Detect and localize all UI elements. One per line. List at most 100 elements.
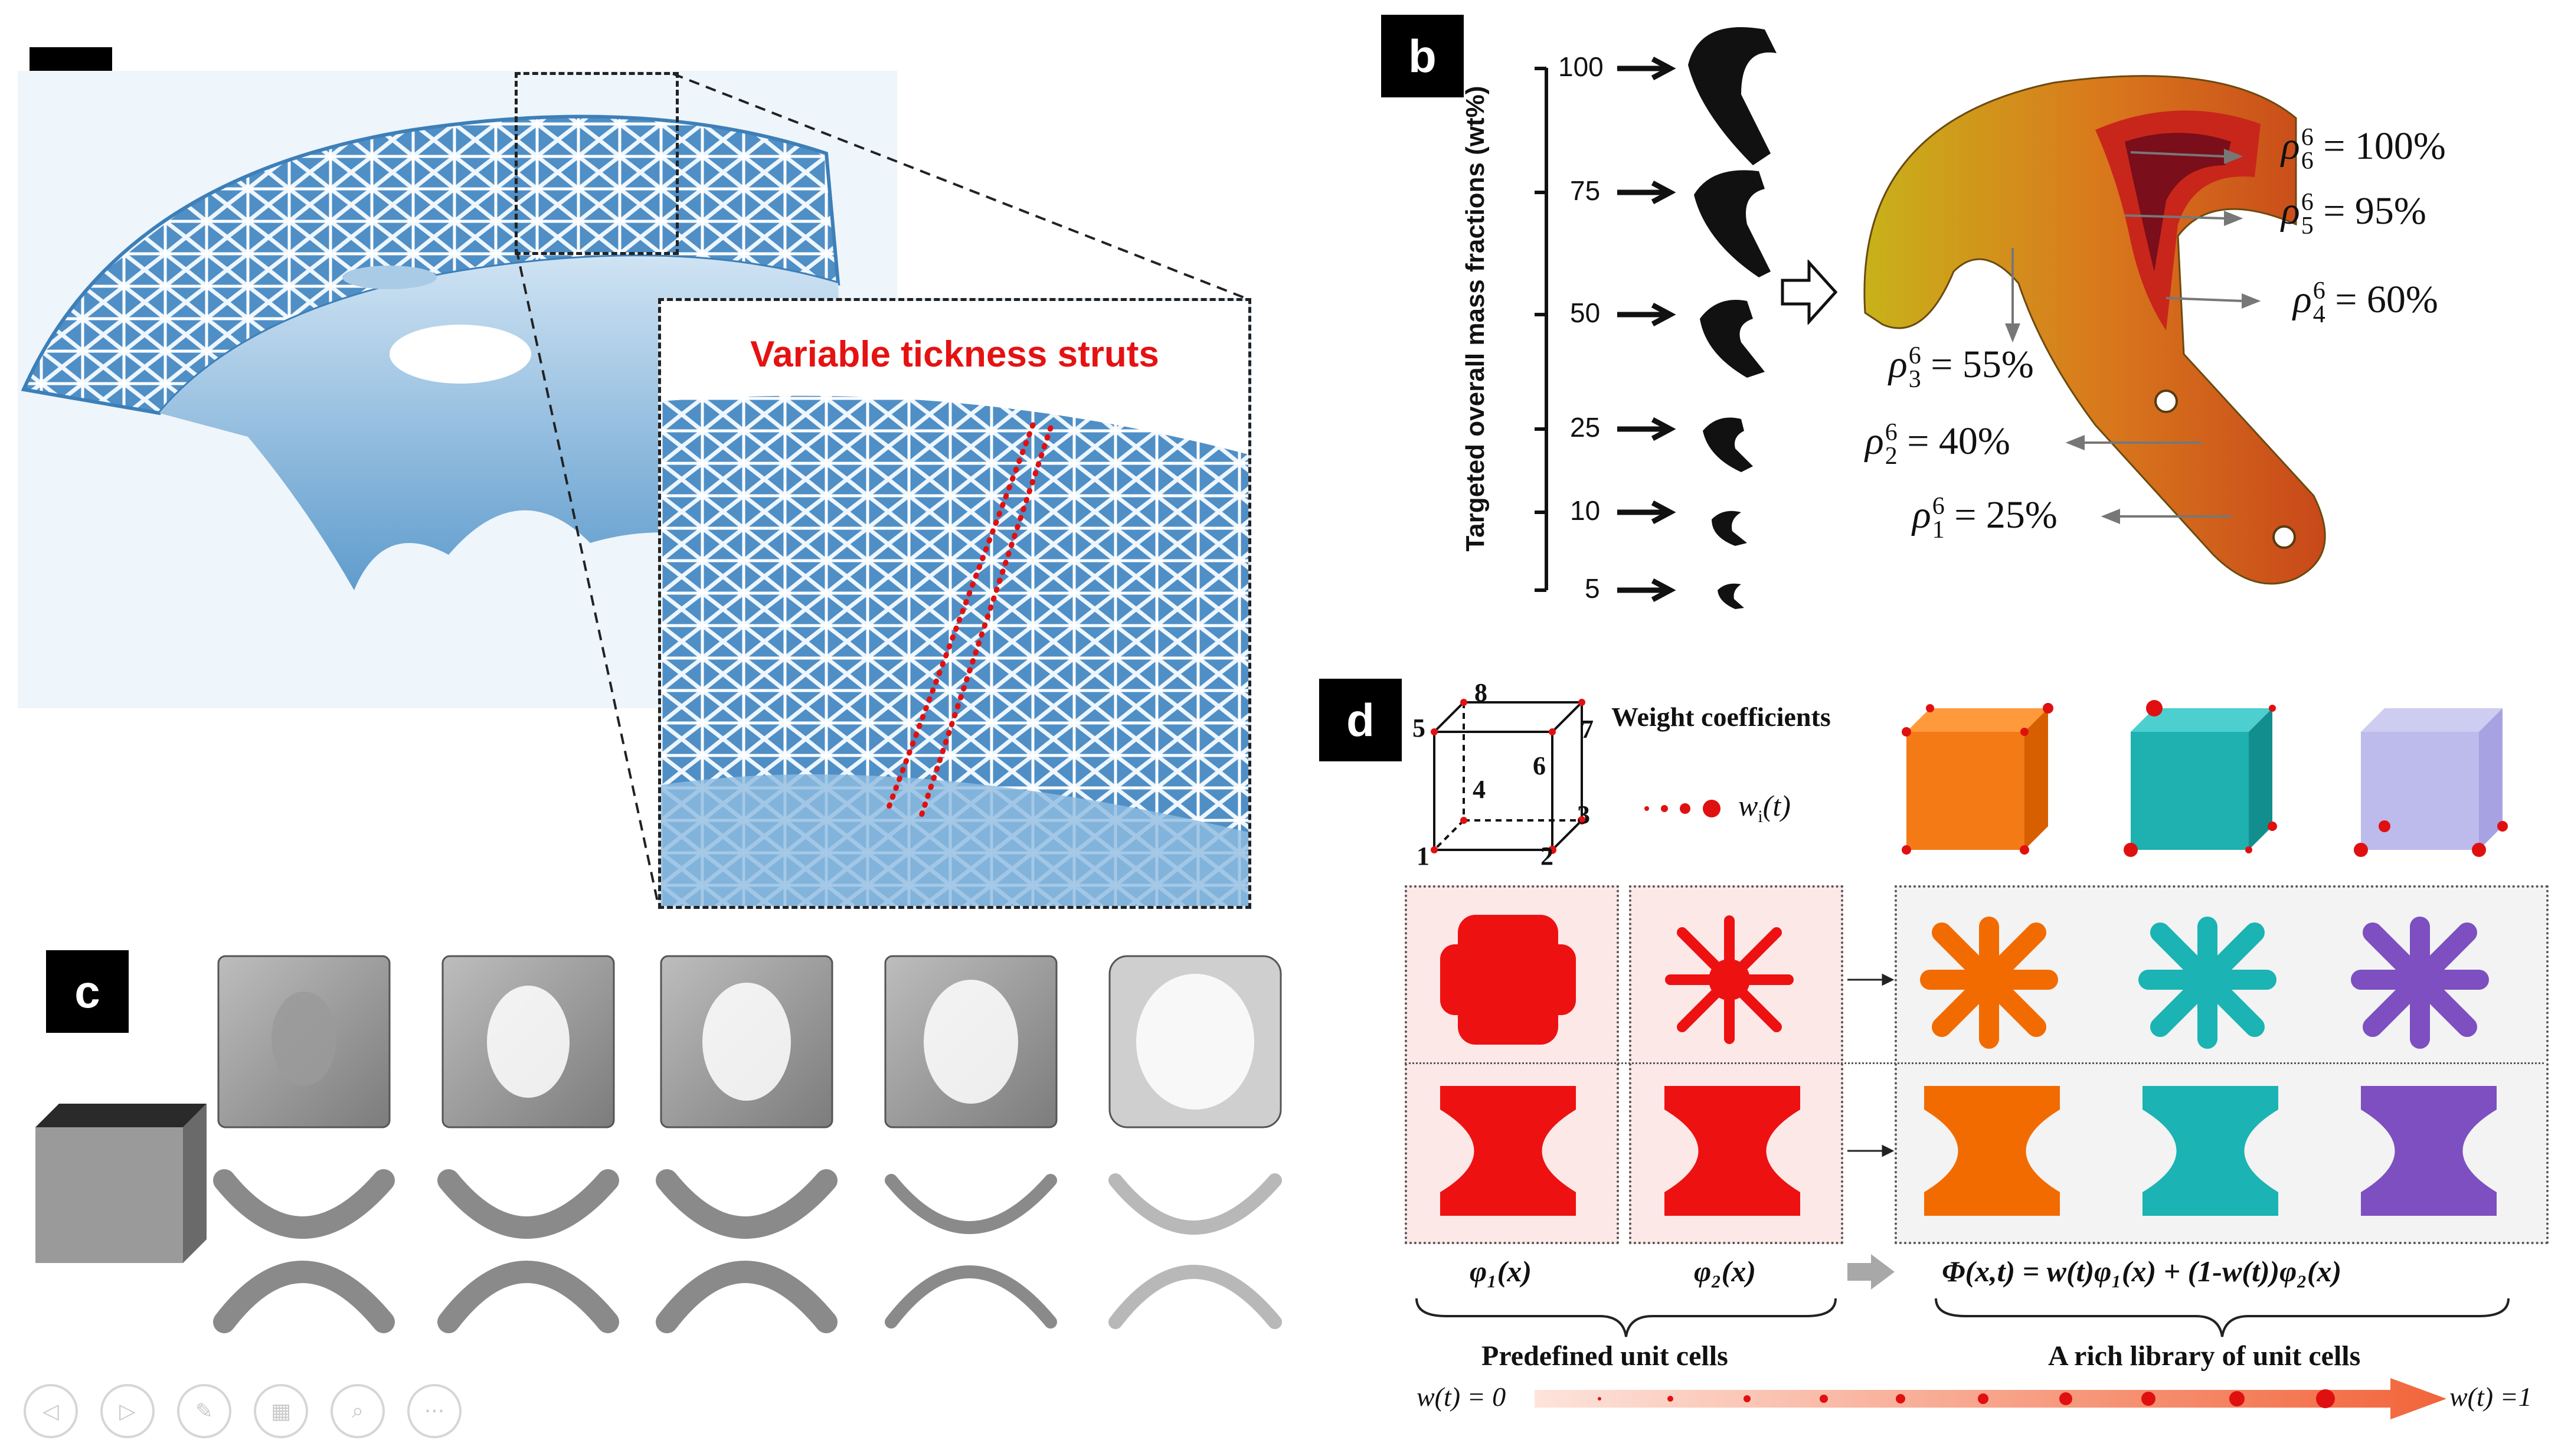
- rho-value: = 100%: [2313, 125, 2446, 168]
- next-icon: ▷: [119, 1399, 136, 1424]
- inset-zoom: Variable tickness struts: [658, 298, 1251, 909]
- prev-button[interactable]: ◁: [24, 1384, 78, 1438]
- vertex-3: 3: [1577, 800, 1590, 829]
- rho-value: = 25%: [1944, 493, 2058, 536]
- rho-sup: 6: [2301, 188, 2314, 216]
- phi1-label: φ₁(x): [1470, 1255, 1532, 1288]
- pen-button[interactable]: ✎: [177, 1384, 231, 1438]
- w-end-label: w(t) =1: [2449, 1382, 2532, 1412]
- slides-icon: ▦: [270, 1399, 291, 1424]
- zoom-region-box: [515, 72, 679, 255]
- vertex-1: 1: [1417, 842, 1430, 871]
- more-button[interactable]: ···: [407, 1384, 462, 1438]
- tick-50: 50: [1570, 297, 1601, 328]
- tick-100: 100: [1558, 51, 1604, 82]
- vertex-6: 6: [1533, 751, 1546, 780]
- slides-button[interactable]: ▦: [254, 1384, 308, 1438]
- rho-sub: 3: [1908, 365, 1921, 393]
- axis-label-mass-fraction: Targeted overall mass fractions (wt%): [1461, 86, 1490, 552]
- rho-value: = 55%: [1921, 343, 2034, 386]
- rho-value: = 60%: [2325, 278, 2438, 321]
- topology-evolution-grid: [35, 955, 1282, 1333]
- prev-icon: ◁: [42, 1399, 59, 1424]
- rho-sub: 4: [2312, 300, 2325, 328]
- rho-sub: 5: [2301, 212, 2314, 240]
- weight-dots-icon: [1644, 800, 1720, 817]
- purple-cube: [2354, 708, 2508, 857]
- inset-lattice-image: [661, 301, 1248, 906]
- rho-symbol: ρ: [1889, 343, 1908, 386]
- rho-symbol: ρ: [2293, 278, 2312, 321]
- braces: [1415, 1298, 2510, 1337]
- tick-5: 5: [1585, 573, 1600, 604]
- weight-title: Weight coefficients: [1611, 702, 1831, 732]
- orange-cube: [1902, 703, 2053, 855]
- rho-symbol: ρ: [2281, 125, 2300, 168]
- w-arg: (t): [1762, 789, 1791, 822]
- rho-symbol: ρ: [2281, 189, 2300, 233]
- predefined-label: Predefined unit cells: [1481, 1340, 1728, 1372]
- panel-c-label: c: [46, 950, 129, 1033]
- graded-density-hook: [1863, 75, 2326, 585]
- rho-value: = 95%: [2313, 189, 2426, 233]
- callout-text: Variable tickness struts: [750, 334, 1159, 375]
- unit-cell-renderings: [1440, 915, 2497, 1216]
- zoom-icon: ⌕: [351, 1399, 364, 1423]
- zoom-connector-lines: [515, 73, 1246, 905]
- rho-sup: 6: [1885, 418, 1898, 446]
- phi2-label: φ₂(x): [1694, 1255, 1756, 1288]
- vertex-cube-diagram: [1431, 699, 1586, 854]
- w-sub: i: [1758, 807, 1763, 826]
- zoom-button[interactable]: ⌕: [331, 1384, 385, 1438]
- tick-10: 10: [1570, 495, 1601, 526]
- w-start-label: w(t) = 0: [1417, 1382, 1506, 1412]
- rho-sub: 2: [1885, 442, 1898, 470]
- rho-sup: 6: [1908, 342, 1921, 369]
- weighted-cube-row: [1902, 700, 2508, 857]
- rho-sup: 6: [2312, 277, 2325, 305]
- pen-icon: ✎: [195, 1399, 214, 1424]
- teal-cube: [2124, 700, 2277, 857]
- tick-75: 75: [1570, 175, 1601, 206]
- more-icon: ···: [424, 1399, 445, 1424]
- rho-sup: 6: [1932, 492, 1945, 520]
- rho-value: = 40%: [1897, 420, 2010, 463]
- library-label: A rich library of unit cells: [2048, 1340, 2361, 1372]
- panel-b-label: b: [1381, 15, 1464, 97]
- rho-sub: 1: [1932, 516, 1945, 544]
- mass-fraction-axis: [1535, 57, 1676, 602]
- vertex-8: 8: [1474, 678, 1487, 707]
- weight-symbol: wi(t): [1738, 788, 1791, 827]
- panel-d-label: d: [1319, 679, 1402, 761]
- vertex-2: 2: [1540, 842, 1553, 871]
- rho-sub: 6: [2301, 147, 2314, 175]
- row-divider: [1405, 1062, 2544, 1064]
- weight-gradient-arrow: [1535, 1378, 2446, 1419]
- rho-symbol: ρ: [1865, 420, 1884, 463]
- blend-formula: Φ(x,t) = w(t)φ₁(x) + (1-w(t))φ₂(x): [1942, 1255, 2342, 1288]
- rho-symbol: ρ: [1912, 493, 1931, 536]
- w-letter: w: [1738, 789, 1758, 822]
- hollow-arrow-icon: [1781, 260, 1838, 325]
- gray-arrow-icon: [1847, 1254, 1895, 1290]
- vertex-5: 5: [1412, 714, 1425, 742]
- optimized-shapes-column: [1688, 27, 1777, 609]
- vertex-4: 4: [1473, 775, 1486, 804]
- solid-cube: [35, 1104, 207, 1263]
- next-button[interactable]: ▷: [100, 1384, 155, 1438]
- vertex-7: 7: [1581, 715, 1594, 744]
- rho-sup: 6: [2301, 123, 2314, 151]
- tick-25: 25: [1570, 412, 1601, 443]
